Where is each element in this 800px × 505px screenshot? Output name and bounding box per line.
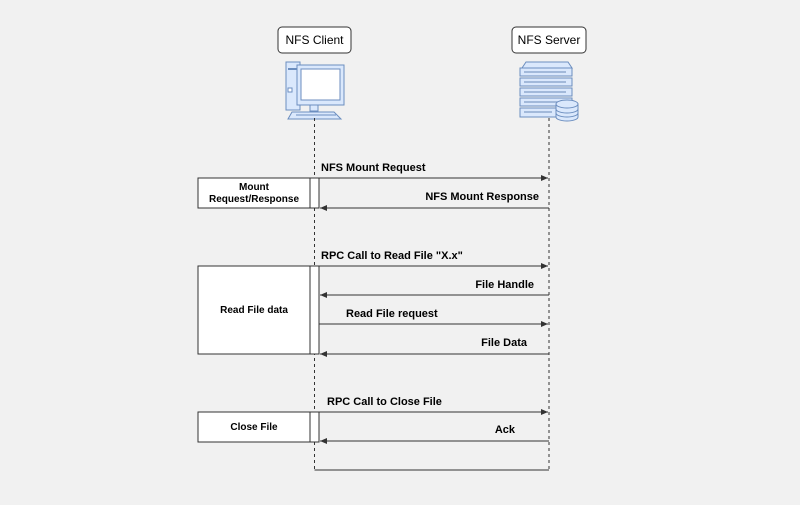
server-icon (519, 61, 579, 122)
message-rpc-read-label: RPC Call to Read File "X.x" (321, 250, 463, 262)
group-close: Close File (197, 411, 320, 443)
group-mount-label-line1: Mount (239, 182, 270, 193)
message-read-request: Read File request (319, 308, 548, 327)
message-mount-request: NFS Mount Request (319, 162, 548, 181)
group-read: Read File data (197, 265, 320, 355)
activation-bar (309, 265, 320, 355)
message-rpc-read: RPC Call to Read File "X.x" (319, 250, 548, 269)
participant-client-label: NFS Client (285, 33, 344, 47)
message-read-request-label: Read File request (346, 308, 438, 320)
group-read-label: Read File data (220, 305, 288, 316)
participant-server: NFS Server (511, 26, 587, 54)
message-mount-request-label: NFS Mount Request (321, 162, 426, 174)
participant-client: NFS Client (277, 26, 352, 54)
message-ack-label: Ack (495, 424, 516, 436)
activation-bar (309, 411, 320, 443)
message-file-handle-label: File Handle (475, 279, 534, 291)
group-mount-label-line2: Request/Response (209, 194, 299, 205)
message-file-data: File Data (320, 337, 549, 357)
participant-server-label: NFS Server (518, 33, 581, 47)
group-close-label: Close File (230, 422, 278, 433)
message-ack: Ack (320, 424, 549, 444)
message-rpc-close-label: RPC Call to Close File (327, 396, 442, 408)
group-mount: Mount Request/Response (197, 177, 320, 209)
message-file-handle: File Handle (320, 279, 549, 298)
message-mount-response: NFS Mount Response (320, 191, 549, 211)
message-file-data-label: File Data (481, 337, 528, 349)
message-rpc-close: RPC Call to Close File (319, 396, 548, 415)
activation-bar (309, 177, 320, 209)
message-mount-response-label: NFS Mount Response (425, 191, 539, 203)
computer-icon (285, 61, 345, 120)
